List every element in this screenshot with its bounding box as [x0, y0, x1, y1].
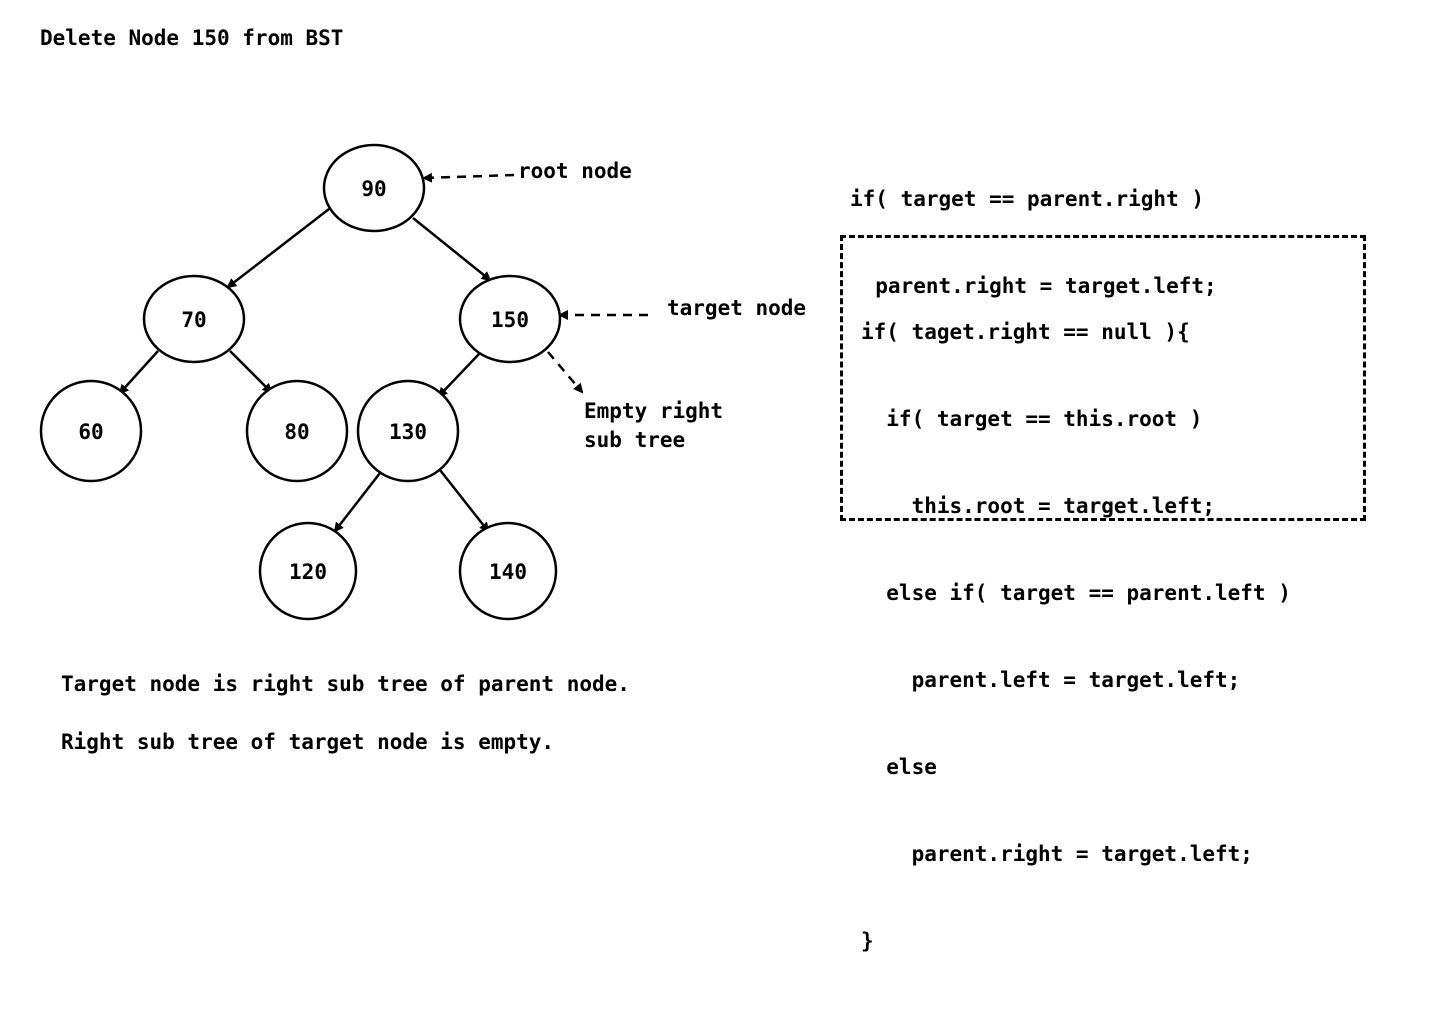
- node-60: [39, 379, 143, 483]
- node-label-140: 140: [489, 560, 527, 584]
- note-target-right-subtree: Target node is right sub tree of parent …: [61, 672, 630, 696]
- empty-right-label-line1: Empty right: [584, 399, 723, 423]
- node-labels: 90 70 150 60 80 130 120 140: [78, 177, 529, 584]
- code-line: if( target == parent.right ): [850, 187, 1205, 211]
- root-node-arrow: [422, 172, 515, 183]
- node-140: [458, 521, 558, 621]
- node-label-120: 120: [289, 560, 327, 584]
- node-label-90: 90: [361, 177, 386, 201]
- delete-code-box: if( taget.right == null ){ if( target ==…: [840, 235, 1366, 953]
- node-80: [245, 379, 349, 483]
- code-line: }: [861, 929, 874, 953]
- tree-edges: [118, 208, 492, 533]
- node-label-130: 130: [389, 420, 427, 444]
- code-line: parent.right = target.left;: [850, 274, 1217, 298]
- target-node-label: target node: [667, 296, 806, 320]
- node-label-150: 150: [491, 308, 529, 332]
- diagram-title: Delete Node 150 from BST: [40, 26, 344, 50]
- node-70: [142, 274, 246, 364]
- code-line: else if( target == parent.left ): [861, 581, 1291, 605]
- root-node-label: root node: [518, 159, 632, 183]
- edge-130-120: [333, 472, 381, 533]
- node-130: [356, 379, 460, 483]
- parent-right-code: if( target == parent.right ) parent.righ…: [850, 127, 1217, 330]
- code-line: else: [861, 755, 937, 779]
- tree-nodes: [39, 143, 562, 621]
- edge-70-80: [229, 350, 273, 394]
- empty-right-arrow: [547, 351, 584, 394]
- code-line: this.root = target.left;: [861, 494, 1216, 518]
- bst-diagram: 90 70 150 60 80 130 120 140 root node ta…: [39, 143, 806, 621]
- code-line: parent.left = target.left;: [861, 668, 1241, 692]
- empty-right-label-line2: sub tree: [584, 428, 685, 452]
- edge-130-140: [439, 469, 490, 533]
- edge-70-60: [118, 350, 159, 395]
- edge-150-130: [437, 353, 480, 398]
- code-line: parent.right = target.left;: [861, 842, 1253, 866]
- edge-90-150: [412, 217, 492, 282]
- node-label-60: 60: [78, 420, 103, 444]
- edge-90-70: [226, 208, 330, 289]
- code-line: if( taget.right == null ){: [861, 320, 1190, 344]
- delete-code: if( taget.right == null ){ if( target ==…: [861, 260, 1291, 1014]
- node-label-70: 70: [181, 308, 206, 332]
- node-label-80: 80: [284, 420, 309, 444]
- annotation-arrows: [422, 172, 648, 394]
- node-150: [458, 274, 562, 364]
- code-line: if( target == this.root ): [861, 407, 1203, 431]
- annotation-labels: root node target node Empty right sub tr…: [518, 159, 806, 452]
- node-90: [322, 143, 426, 233]
- node-120: [258, 521, 358, 621]
- note-right-subtree-empty: Right sub tree of target node is empty.: [61, 730, 555, 754]
